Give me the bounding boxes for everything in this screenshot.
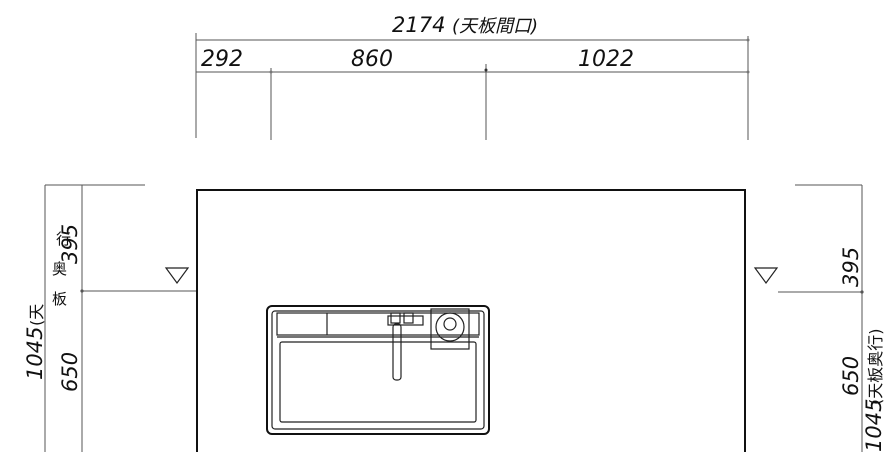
faucet: [387, 312, 424, 381]
right-total-value: 1045: [862, 399, 885, 452]
left-total-note-partial: (天: [27, 304, 46, 326]
left-dimensions: 395 650 1045 (天 板 奥 行: [23, 184, 196, 452]
segment-292-value: 292: [201, 47, 243, 72]
segment-1022-value: 1022: [578, 47, 634, 72]
drain-inner-circle: [443, 317, 457, 331]
faucet-base: [390, 312, 401, 324]
faucet-handle: [403, 312, 414, 324]
left-total-value: 1045: [23, 327, 47, 380]
drain-box: [430, 308, 470, 350]
countertop-outline: [196, 189, 746, 452]
triangle-down-icon: [164, 267, 190, 285]
dim-tick: [484, 68, 488, 72]
faucet-body: [387, 315, 424, 326]
segment-860-value: 860: [351, 47, 393, 72]
faucet-spout: [392, 323, 402, 381]
left-note-char-ban: 板: [52, 290, 67, 308]
drain: [430, 308, 470, 350]
right-dimensions: 395 650 1045 (天板奥行): [753, 184, 885, 452]
sink-outer-rim: [266, 305, 490, 435]
countertop: [196, 189, 746, 452]
left-upper-value: 395: [58, 224, 82, 264]
right-upper-value: 395: [839, 247, 863, 287]
dim-tick: [746, 70, 750, 74]
right-lower-value: 650: [839, 356, 863, 396]
sink-inner-rim: [271, 310, 485, 430]
dim-tick: [746, 38, 750, 42]
dim-tick: [80, 289, 84, 293]
left-lower-value: 650: [58, 352, 82, 392]
left-note-char-oku: 奥: [52, 260, 67, 278]
sink-back-ledge: [276, 312, 480, 336]
dim-tick: [860, 290, 864, 294]
right-total-note: (天板奥行): [866, 329, 885, 406]
total-width-note: (天板間口): [452, 16, 538, 37]
sink-bowl: [279, 341, 477, 423]
dim-tick: [269, 70, 273, 74]
triangle-down-icon: [753, 267, 779, 285]
drain-outer-circle: [435, 312, 465, 342]
sink: [266, 305, 490, 435]
left-note-char-yuki: 行: [56, 230, 71, 248]
top-dimensions: 2174 (天板間口) 292 860 1022: [195, 13, 750, 140]
total-width-value: 2174: [392, 13, 445, 37]
